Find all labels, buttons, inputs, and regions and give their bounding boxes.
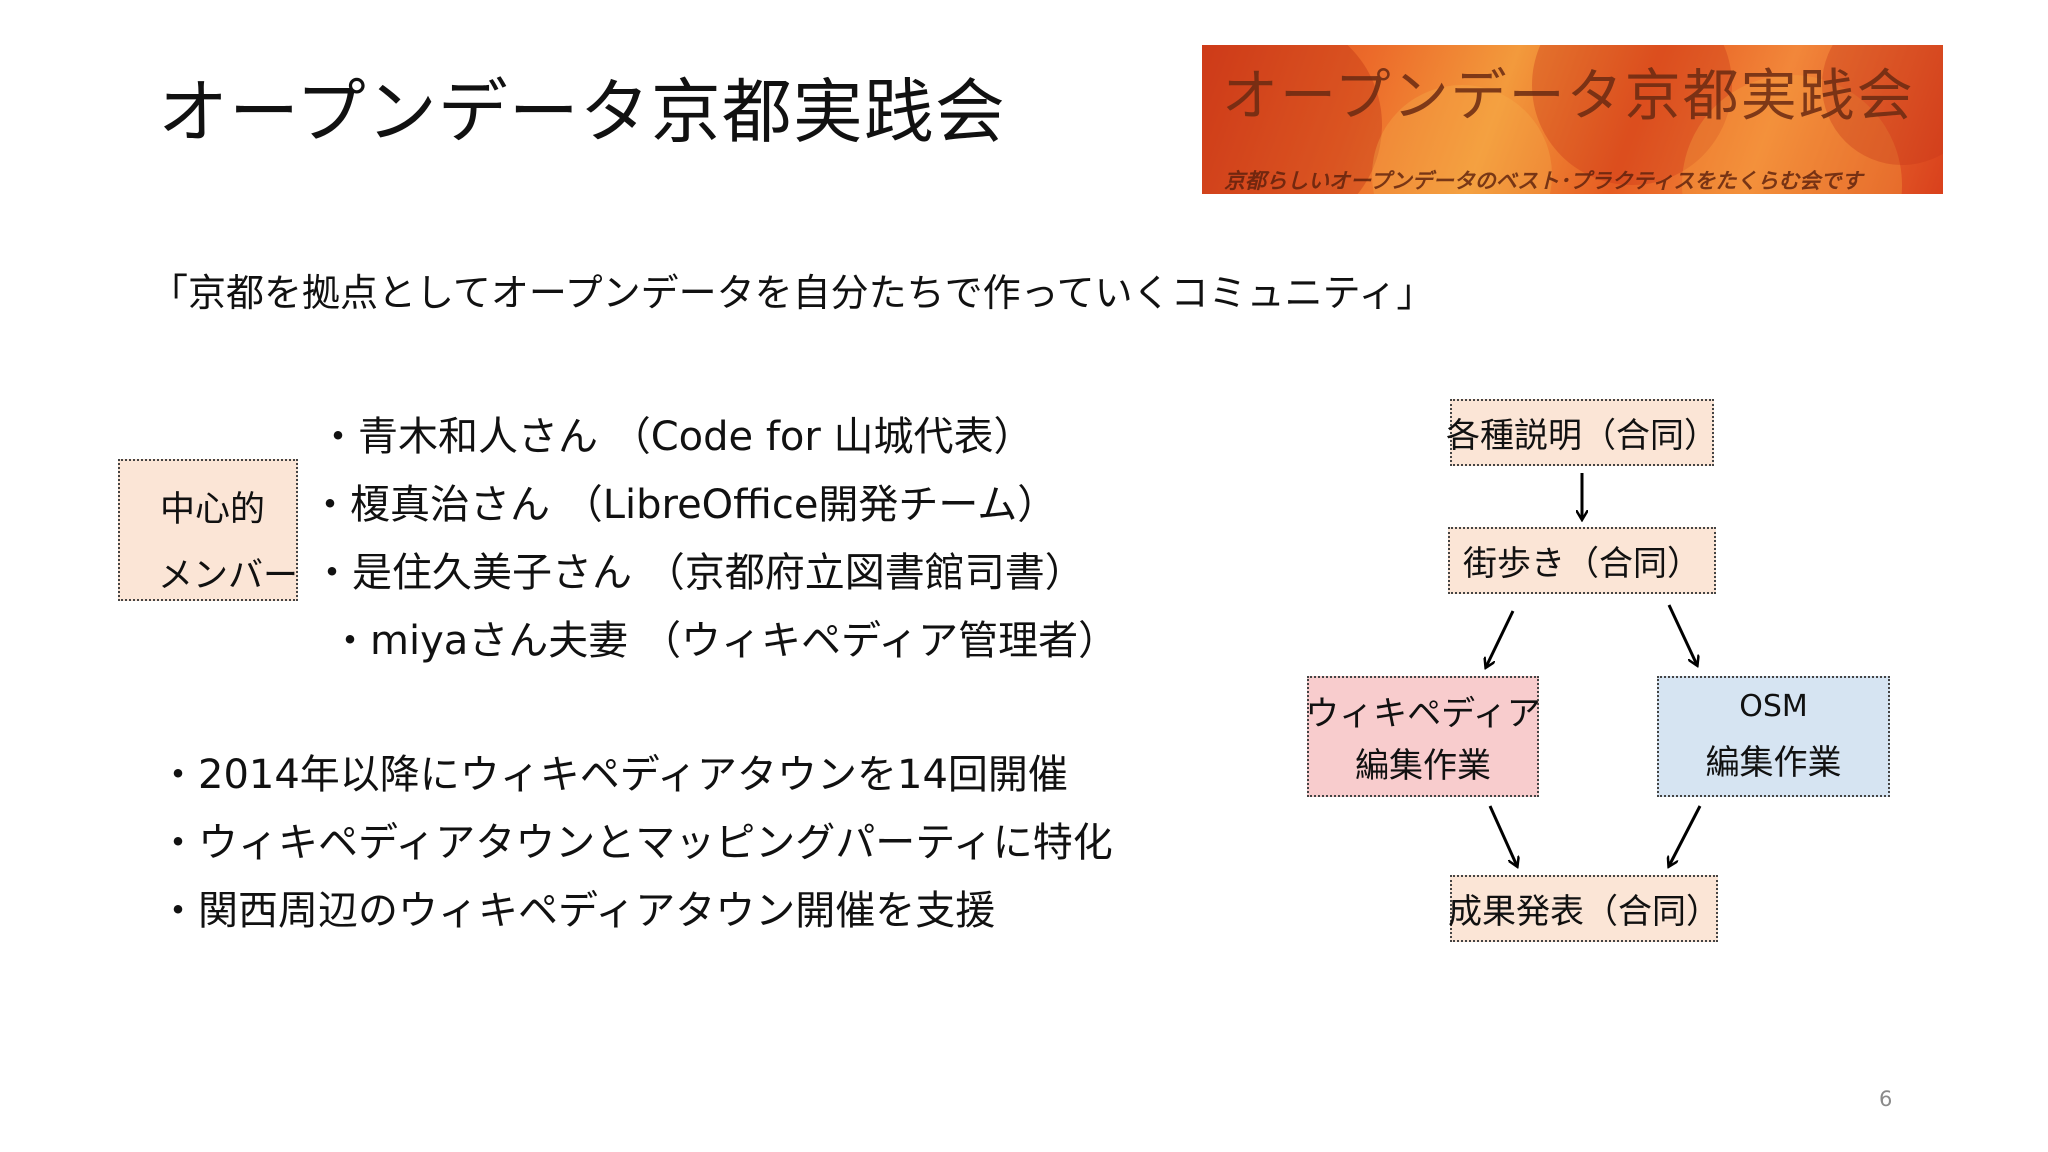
flow-wiki-line1: ウィキペディア bbox=[1305, 693, 1541, 734]
banner-logo: オープンデータ京都実践会 京都らしいオープンデータのベスト･プラクティスをたくら… bbox=[1202, 45, 1943, 194]
page-number: 6 bbox=[1879, 1087, 1893, 1111]
core-member-label-line1: 中心的 bbox=[160, 490, 266, 530]
flow-wiki-line2: 編集作業 bbox=[1355, 746, 1491, 787]
core-member-label: 中心的 メンバー bbox=[118, 459, 298, 601]
arrow-from-wikipedia bbox=[1488, 805, 1517, 866]
arrow-to-osm bbox=[1667, 604, 1697, 665]
arrow-to-wikipedia bbox=[1486, 610, 1515, 667]
fact-item: ・ウィキペディアタウンとマッピングパーティに特化 bbox=[158, 820, 1113, 866]
member-item: ・miyaさん夫妻 （ウィキペディア管理者） bbox=[330, 618, 1119, 664]
member-item: ・青木和人さん （Code for 山城代表） bbox=[318, 414, 1034, 460]
tagline: 「京都を拠点としてオープンデータを自分たちで作っていくコミュニティ」 bbox=[150, 271, 1435, 315]
flow-step-wikipedia-editing: ウィキペディア 編集作業 bbox=[1305, 676, 1541, 797]
fact-item: ・2014年以降にウィキペディアタウンを14回開催 bbox=[158, 752, 1068, 798]
flow-step-town-walk: 街歩き（合同） bbox=[1448, 527, 1716, 594]
fact-item: ・関西周辺のウィキペディアタウン開催を支援 bbox=[158, 888, 996, 934]
core-member-label-line2: メンバー bbox=[158, 556, 299, 596]
flow-step-presentation: 成果発表（合同） bbox=[1448, 875, 1720, 942]
member-item: ・是住久美子さん （京都府立図書館司書） bbox=[312, 550, 1085, 596]
slide-title: オープンデータ京都実践会 bbox=[158, 71, 1006, 153]
flow-osm-line2: 編集作業 bbox=[1705, 742, 1842, 783]
member-item: ・榎真治さん （LibreOffice開発チーム） bbox=[310, 482, 1058, 528]
flow-osm-line1: OSM bbox=[1739, 689, 1808, 725]
flow-step-osm-editing: OSM 編集作業 bbox=[1657, 676, 1890, 797]
banner-subtitle: 京都らしいオープンデータのベスト･プラクティスをたくらむ会です bbox=[1224, 169, 1863, 193]
banner-title: オープンデータ京都実践会 bbox=[1222, 64, 1915, 129]
flow-step-briefing: 各種説明（合同） bbox=[1446, 399, 1718, 466]
arrow-from-osm bbox=[1669, 805, 1702, 866]
